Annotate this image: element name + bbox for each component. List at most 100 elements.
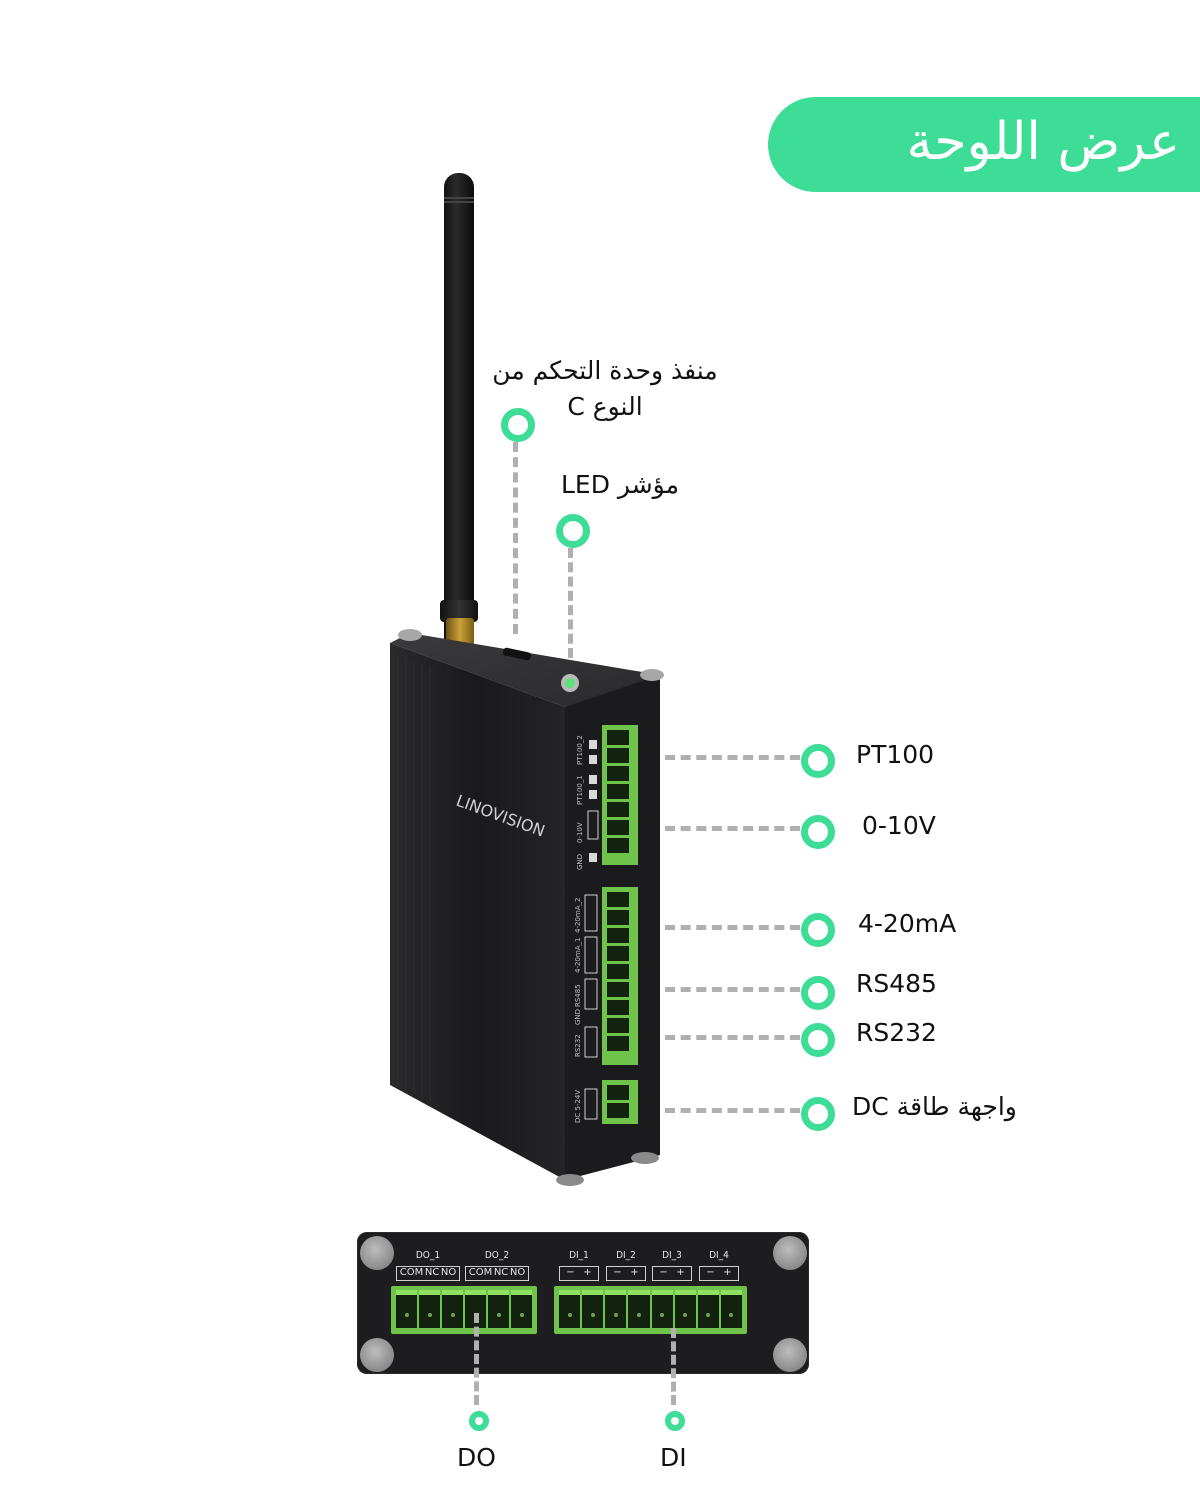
pin-label: COM [399,1267,424,1278]
side-label-gnd: GND [576,854,584,870]
callout-label-do: DO [457,1443,496,1472]
terminal-slot [511,1290,532,1328]
callout-line-dc [665,1108,800,1113]
screw-icon [773,1338,807,1372]
callout-label-dc: واجهة طاقة DC [852,1092,1017,1121]
callout-dot-do [469,1411,489,1431]
pin-label: + [676,1267,685,1278]
pin-label: COM [468,1267,493,1278]
device-body: LINOVISION [390,629,664,1186]
callout-label-type-c-line1: منفذ وحدة التحكم من [492,356,718,385]
callout-label-led: مؤشر LED [561,470,679,499]
callout-dot-di [665,1411,685,1431]
terminal-slot [720,1290,742,1328]
pin-box-do1: COM NC NO [396,1266,460,1281]
side-label-pt100-2: PT100_2 [576,735,584,765]
callout-dot-rs485 [801,976,835,1010]
terminal-slot [396,1290,417,1328]
terminal-slot [651,1290,673,1328]
pin-label: − [659,1267,668,1278]
side-label-4-20ma-1: 4-20mA_1 [574,938,582,973]
terminal-slot [559,1290,581,1328]
callout-label-type-c-line2: النوع C [567,392,643,421]
pin-box-di1: − + [559,1266,599,1281]
pin-label: + [723,1267,732,1278]
pin-label: − [706,1267,715,1278]
pin-box-do2: COM NC NO [465,1266,529,1281]
antenna [444,173,474,643]
callout-dot-dc [801,1097,835,1131]
callout-label-pt100: PT100 [856,740,935,769]
side-label-dc: DC 5-24V [574,1090,582,1123]
pin-label: NO [509,1267,526,1278]
callout-label-0-10v: 0-10V [862,811,936,840]
pin-label: − [613,1267,622,1278]
antenna-ring [444,197,474,199]
callout-dot-type-c [501,408,535,442]
screw-icon [640,669,664,681]
callout-dot-led [556,514,590,548]
terminal-slot [628,1290,650,1328]
terminal-block-di [554,1286,747,1334]
side-label-gnd-2: GND [574,1009,582,1025]
screw-icon [773,1236,807,1270]
terminal-slot [442,1290,463,1328]
pin-label: + [583,1267,592,1278]
foot-icon [556,1174,584,1186]
callout-dot-0-10v [801,815,835,849]
callout-line-rs232 [665,1035,800,1040]
usb-c-port [503,647,531,661]
antenna-collar [440,600,478,622]
group-label-do2: DO_2 [484,1250,510,1261]
callout-label-rs485: RS485 [856,969,937,998]
callout-line-di [671,1328,676,1405]
pin-label: NC [493,1267,509,1278]
callout-dot-pt100 [801,744,835,778]
callout-line-0-10v [665,826,800,831]
side-label-4-20ma-2: 4-20mA_2 [574,898,582,933]
callout-dot-rs232 [801,1023,835,1057]
device-side-face [390,643,565,1180]
device-top-face [390,633,660,707]
terminal-slot [674,1290,696,1328]
callout-line-pt100 [665,755,800,760]
pin-label: NC [424,1267,440,1278]
group-label-do1: DO_1 [415,1250,441,1261]
terminal-slot [419,1290,440,1328]
foot-icon [631,1152,659,1164]
title-banner [768,97,1200,192]
terminal-slot [697,1290,719,1328]
terminal-slot [488,1290,509,1328]
antenna-ring [444,201,474,203]
pin-box-di4: − + [699,1266,739,1281]
screw-icon [360,1338,394,1372]
group-label-di2: DI_2 [616,1250,636,1261]
terminal-block-do [391,1286,537,1334]
callout-label-type-c: منفذ وحدة التحكم من النوع C [470,356,740,422]
callout-line-4-20ma [665,925,800,930]
terminal-slot [582,1290,604,1328]
page-title: عرض اللوحة [906,112,1180,172]
side-label-rs232: RS232 [574,1034,582,1057]
callout-label-rs232: RS232 [856,1018,937,1047]
callout-line-led [568,548,573,658]
screw-icon [398,629,422,641]
terminal-slot [605,1290,627,1328]
group-label-di4: DI_4 [709,1250,729,1261]
callout-line-do [474,1313,479,1405]
callout-label-di: DI [660,1443,687,1472]
side-label-rs485: RS485 [574,984,582,1007]
callout-dot-4-20ma [801,913,835,947]
callout-label-4-20ma: 4-20mA [858,909,957,938]
group-label-di3: DI_3 [662,1250,682,1261]
callout-line-rs485 [665,987,800,992]
pin-box-di3: − + [652,1266,692,1281]
callout-line-type-c [513,442,518,634]
pin-label: NO [440,1267,457,1278]
pin-label: − [566,1267,575,1278]
side-label-pt100-1: PT100_1 [576,775,584,805]
pin-label: + [630,1267,639,1278]
screw-icon [360,1236,394,1270]
group-label-di1: DI_1 [569,1250,589,1261]
side-label-0-10v: 0-10V [576,822,584,843]
